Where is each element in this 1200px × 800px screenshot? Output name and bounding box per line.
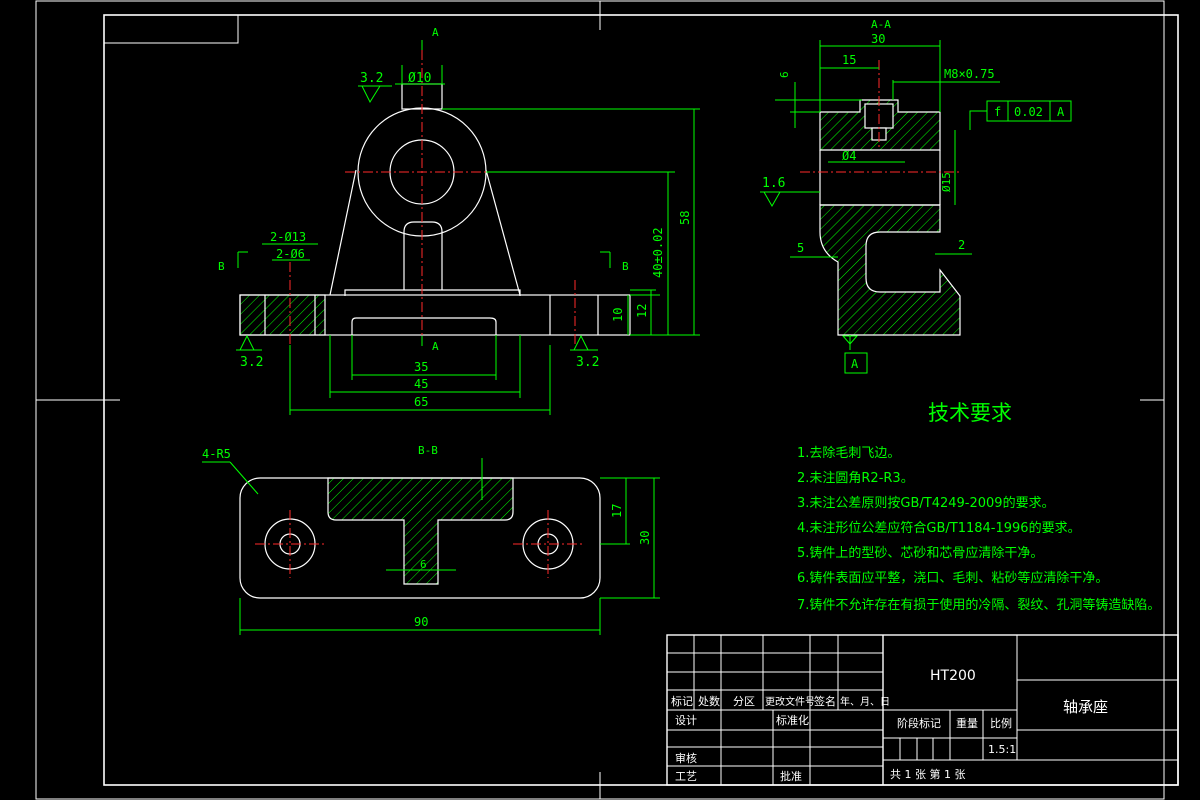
side-dim-d15: Ø15: [940, 172, 953, 192]
side-dim-6: 6: [778, 71, 791, 78]
tech-item-1: 1.去除毛刺飞边。: [797, 446, 900, 461]
tb-r-review: 审核: [675, 751, 697, 765]
tech-requirements: 技术要求 1.去除毛刺飞边。 2.未注圆角R2-R3。 3.未注公差原则按GB/…: [797, 401, 1160, 613]
side-title: A-A: [871, 18, 891, 31]
tb-r-std: 标准化: [776, 713, 809, 727]
tb-sheet: 共 1 张 第 1 张: [890, 767, 965, 781]
bottom-dim-30: 30: [638, 531, 652, 545]
tb-r-design: 设计: [675, 714, 697, 727]
side-tol-sym: f: [994, 105, 1001, 119]
sheet-border: [35, 0, 1179, 800]
side-datum-arrow: [841, 335, 859, 350]
tb-r-process: 工艺: [675, 770, 697, 783]
tb-stage: 阶段标记: [897, 716, 941, 730]
tb-scale: 1.5:1: [988, 743, 1016, 756]
bottom-view: B-B 4-R5 6 17 30 90: [202, 444, 660, 635]
front-dim-35: 35: [414, 360, 428, 374]
front-base-hatch: [239, 294, 326, 336]
tb-h-doc: 更改文件号: [765, 695, 815, 708]
front-left-rib: [329, 169, 357, 296]
side-dim-d4: Ø4: [842, 149, 856, 163]
side-dim-30: 30: [871, 32, 885, 46]
tb-scale-label: 比例: [990, 716, 1012, 730]
front-base-recess: [351, 317, 497, 335]
tech-item-6: 6.铸件表面应平整，浇口、毛刺、粘砂等应清除干净。: [797, 570, 1108, 586]
front-holes-6: 2-Ø6: [276, 247, 305, 261]
tech-item-2: 2.未注圆角R2-R3。: [797, 471, 914, 486]
bottom-hole-left-outer: [264, 518, 316, 570]
side-roughness: 1.6: [762, 176, 785, 191]
bottom-dim-17: 17: [610, 504, 624, 518]
front-cut-b-right: B: [622, 260, 629, 273]
side-tol-ref: A: [1057, 105, 1065, 119]
tech-item-7: 7.铸件不允许存在有损于使用的冷隔、裂纹、孔洞等铸造缺陷。: [797, 597, 1160, 613]
front-web: [403, 221, 443, 290]
tb-h-count: 处数: [698, 695, 720, 708]
side-lower-body: [819, 204, 961, 336]
front-dim-12: 12: [635, 304, 649, 318]
bottom-dim-6: 6: [420, 558, 427, 571]
tb-weight: 重量: [956, 716, 978, 730]
front-cut-b-left: B: [218, 260, 225, 273]
front-section-mark-bottom: A: [432, 340, 439, 353]
tech-title: 技术要求: [928, 401, 1012, 425]
front-right-rib: [485, 169, 521, 296]
front-dim-10: 10: [611, 308, 625, 322]
side-thread: M8×0.75: [944, 67, 995, 81]
bottom-dim-90: 90: [414, 615, 428, 629]
tech-item-5: 5.铸件上的型砂、芯砂和芯骨应清除干净。: [797, 545, 1043, 561]
front-dim-40: 40±0.02: [651, 227, 665, 278]
side-dim-5: 5: [797, 241, 804, 255]
title-block: HT200 轴承座 标记 处数 分区 更改文件号 签名 年、月、日 设计 标准化…: [666, 634, 1179, 786]
bottom-title: B-B: [418, 444, 438, 457]
side-datum-label: A: [851, 357, 859, 371]
tb-h-date: 年、月、日: [840, 695, 890, 708]
tb-h-zone: 分区: [733, 695, 755, 708]
front-roughness-right: 3.2: [576, 355, 599, 370]
tb-h-sign: 签名: [814, 694, 836, 708]
tb-h-mark: 标记: [671, 694, 693, 708]
tech-item-4: 4.未注形位公差应符合GB/T1184-1996的要求。: [797, 520, 1081, 536]
front-dim-45: 45: [414, 377, 428, 391]
tb-r-approve: 批准: [780, 769, 802, 783]
tb-material: HT200: [930, 668, 976, 684]
front-section-mark-top: A: [432, 26, 439, 39]
bottom-web-section: [327, 477, 514, 585]
tb-part-name: 轴承座: [1063, 698, 1108, 716]
bottom-hole-right-outer: [522, 518, 574, 570]
front-dim-58: 58: [678, 211, 692, 225]
tech-item-3: 3.未注公差原则按GB/T4249-2009的要求。: [797, 495, 1055, 511]
front-dim-65: 65: [414, 395, 428, 409]
front-roughness-left: 3.2: [240, 355, 263, 370]
front-roughness-top: 3.2: [360, 71, 383, 86]
side-tol-val: 0.02: [1014, 105, 1043, 119]
front-view: A A 3.2 Ø10 2-Ø13 2-Ø6 B B 3.2 3.2 35 45: [218, 26, 700, 415]
front-dia-top: Ø10: [408, 71, 431, 86]
side-dim-2: 2: [958, 238, 965, 252]
bottom-radius: 4-R5: [202, 447, 231, 461]
side-view: A-A 30 15 M8×0.75 6 f 0.02 A: [760, 18, 1072, 374]
front-holes-13: 2-Ø13: [270, 230, 306, 244]
side-dim-15: 15: [842, 53, 856, 67]
